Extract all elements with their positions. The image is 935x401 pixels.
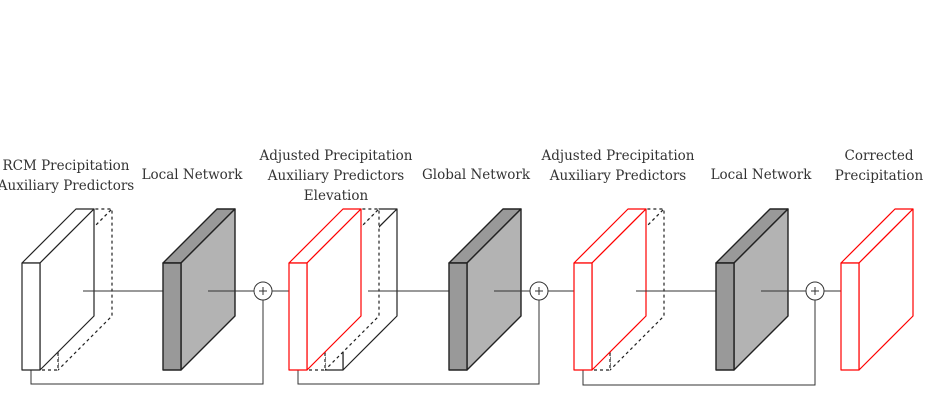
- global-network-label: Global Network: [421, 167, 531, 183]
- skip-connection-1: [30, 300, 264, 385]
- local-network-1-block-front: [162, 262, 182, 371]
- global-network-block-front: [448, 262, 468, 371]
- adjusted-1-label: Adjusted Precipitation Auxiliary Predict…: [260, 146, 413, 206]
- label-line: RCM Precipitation: [2, 158, 130, 174]
- label-line: Elevation: [303, 188, 369, 204]
- local-network-2-label: Local Network: [710, 167, 812, 183]
- input-rcm-precip-slab-front: [21, 262, 41, 371]
- label-line: Auxiliary Predictors: [549, 168, 687, 184]
- adjusted-2-label: Adjusted Precipitation Auxiliary Predict…: [542, 146, 695, 186]
- adjusted-precip-slab-front: [288, 262, 308, 371]
- label-line: Corrected: [844, 148, 914, 164]
- corrected-precip-slab-front: [840, 262, 860, 371]
- label-line: Auxiliary Predictors: [0, 178, 135, 194]
- local-network-1-label: Local Network: [141, 167, 243, 183]
- label-line: Adjusted Precipitation: [259, 148, 413, 164]
- skip-connection-2: [297, 300, 540, 385]
- skip-connection-3: [582, 300, 816, 386]
- output-label: Corrected Precipitation: [835, 146, 923, 186]
- label-line: Auxiliary Predictors: [267, 168, 405, 184]
- input-label: RCM Precipitation Auxiliary Predictors: [0, 156, 134, 196]
- label-line: Adjusted Precipitation: [541, 148, 695, 164]
- label-line: Precipitation: [834, 168, 924, 184]
- local-network-2-block-front: [715, 262, 735, 371]
- adjusted-precip-slab-2-front: [573, 262, 593, 371]
